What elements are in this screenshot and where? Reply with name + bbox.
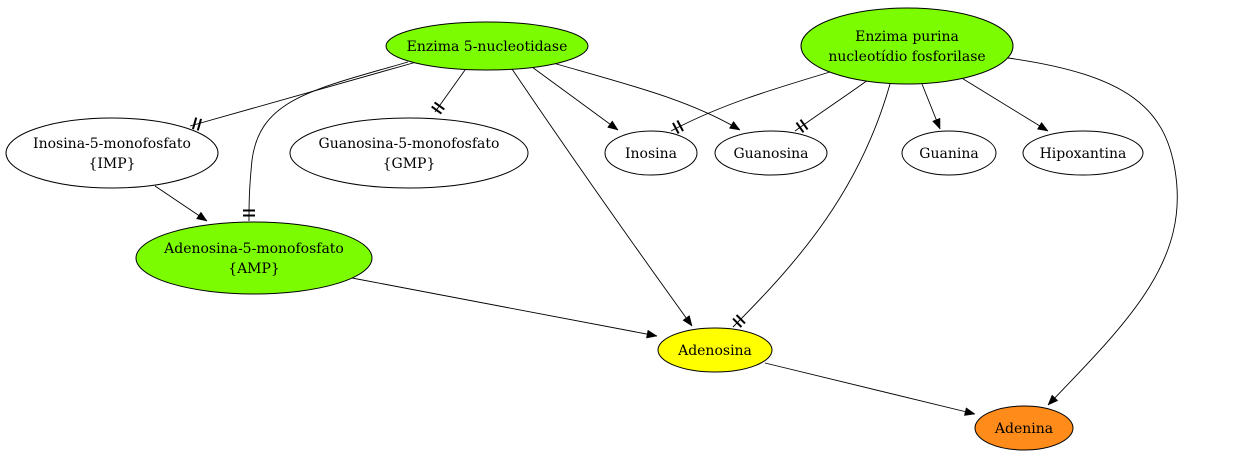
edge-line — [1007, 57, 1178, 406]
arrow-head — [1047, 394, 1059, 406]
edge-line — [794, 79, 869, 132]
edge-enz5n-gmp — [431, 69, 466, 115]
node-label: Inosina — [625, 146, 677, 162]
node-ellipse — [385, 21, 589, 71]
edge-line — [351, 277, 658, 337]
edge-line — [959, 76, 1049, 132]
node-label: {GMP} — [383, 156, 436, 172]
node-label: Guanosina-5-monofosfato — [319, 136, 500, 152]
edge-enzpnp-inosina — [670, 71, 831, 134]
node-ellipse — [974, 405, 1074, 451]
edge-line — [732, 83, 891, 328]
edges-layer — [154, 57, 1178, 416]
inhibition-bar — [672, 122, 680, 134]
inhibition-bar — [676, 120, 684, 132]
node-label: Hipoxantina — [1040, 146, 1127, 162]
inhibition-bar — [433, 101, 445, 111]
node-ellipse — [604, 130, 698, 176]
node-label: Inosina-5-monofosfato — [33, 136, 191, 152]
edge-line — [764, 362, 976, 415]
node-label: Adenina — [994, 421, 1053, 437]
inhibition-bar — [795, 122, 805, 133]
node-adenosina: Adenosina — [657, 327, 773, 373]
inhibition-bar — [732, 317, 743, 328]
node-label: Guanina — [919, 146, 978, 162]
arrow-head — [1036, 121, 1049, 132]
inhibition-bar — [431, 105, 443, 115]
node-adenina: Adenina — [974, 405, 1074, 451]
node-ellipse — [901, 130, 997, 176]
node-inosina: Inosina — [604, 130, 698, 176]
edge-line — [670, 71, 831, 132]
edge-enz5n-imp — [189, 60, 421, 131]
edge-line — [154, 185, 208, 222]
edge-enz5n-adenosina — [511, 68, 693, 327]
node-ellipse — [289, 117, 529, 189]
edge-line — [248, 61, 409, 222]
node-label: {AMP} — [228, 261, 280, 277]
node-label: Adenosina-5-monofosfato — [163, 241, 344, 257]
node-label: Enzima purina — [855, 29, 959, 45]
inhibition-bar — [799, 119, 809, 130]
arrow-head — [728, 120, 741, 131]
edge-line — [552, 62, 741, 131]
edge-line — [531, 66, 619, 131]
edge-imp-amp — [154, 185, 208, 222]
edge-enz5n-amp — [243, 61, 409, 222]
node-ellipse — [657, 327, 773, 373]
edge-enzpnp-adenosina — [732, 83, 891, 328]
node-ellipse — [1022, 130, 1144, 176]
arrow-head — [196, 211, 208, 222]
inhibition-bar — [735, 314, 746, 325]
node-amp: Adenosina-5-monofosfato {AMP} — [135, 221, 373, 295]
node-label: {IMP} — [88, 156, 135, 172]
node-label: Adenosina — [677, 343, 752, 359]
edge-adenosina-adenina — [764, 362, 976, 416]
arrow-head — [932, 117, 941, 130]
node-ellipse — [714, 130, 828, 176]
edge-enzpnp-guanosina — [794, 79, 869, 133]
inhibition-bar — [196, 118, 202, 131]
node-enzpnp: Enzima purina nucleotídio fosforilase — [800, 7, 1014, 85]
node-ellipse — [5, 117, 219, 189]
arrow-head — [646, 329, 658, 339]
edge-enzpnp-guanina — [921, 83, 941, 130]
node-label: Enzima 5-nucleotidase — [407, 39, 568, 55]
node-hipox: Hipoxantina — [1022, 130, 1144, 176]
arrow-head — [964, 407, 976, 416]
node-gmp: Guanosina-5-monofosfato {GMP} — [289, 117, 529, 189]
node-guanina: Guanina — [901, 130, 997, 176]
inhibition-bar — [192, 117, 198, 130]
node-guanosina: Guanosina — [714, 130, 828, 176]
node-ellipse — [800, 7, 1014, 85]
nodes-layer: Enzima 5-nucleotidase Enzima purina nucleo… — [5, 7, 1144, 451]
node-imp: Inosina-5-monofosfato {IMP} — [5, 117, 219, 189]
arrow-head — [607, 120, 619, 131]
edge-line — [189, 60, 421, 127]
edge-enzpnp-hipox — [959, 76, 1049, 132]
edge-enz5n-guanosina — [552, 62, 741, 131]
edge-enz5n-inosina — [531, 66, 619, 131]
node-label: nucleotídio fosforilase — [828, 49, 985, 65]
node-ellipse — [135, 221, 373, 295]
edge-line — [434, 69, 466, 113]
edge-enzpnp-adenina — [1007, 57, 1178, 406]
edge-line — [511, 68, 693, 327]
edge-amp-adenosina — [351, 277, 658, 339]
node-label: Guanosina — [733, 146, 808, 162]
node-enz5n: Enzima 5-nucleotidase — [385, 21, 589, 71]
arrow-head — [682, 315, 693, 327]
